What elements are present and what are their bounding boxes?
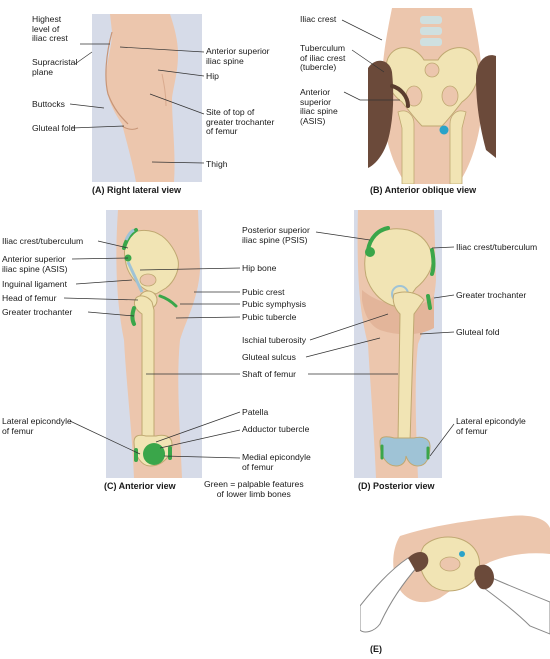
panel-e-figure [359, 506, 550, 642]
label-buttocks: Buttocks [32, 99, 65, 109]
panel-d-figure [354, 210, 442, 478]
label-iliac-crest-tuberculum-d: Iliac crest/tuberculum [456, 242, 538, 252]
label-shaft-of-femur: Shaft of femur [242, 369, 296, 379]
label-highest-iliac-crest: Highest level of iliac crest [32, 14, 68, 44]
label-inguinal-ligament: Inguinal ligament [2, 279, 67, 289]
label-greater-trochanter-c: Greater trochanter [2, 307, 73, 317]
label-patella: Patella [242, 407, 269, 417]
label-iliac-crest-b: Iliac crest [300, 14, 337, 24]
label-lateral-epicondyle-c: Lateral epicondyle of femur [2, 416, 72, 436]
label-asis-a: Anterior superior iliac spine [206, 46, 270, 66]
label-adductor-tubercle: Adductor tubercle [242, 424, 310, 434]
caption-panel-e: (E) [370, 644, 382, 654]
panel-c-figure [106, 210, 202, 478]
panel-a-figure [92, 14, 202, 182]
label-greater-trochanter-site: Site of top of greater trochanter of fem… [206, 107, 275, 137]
label-tuberculum-b: Tuberculum of iliac crest (tubercle) [300, 43, 346, 73]
caption-panel-d: (D) Posterior view [358, 481, 435, 491]
label-hip-a: Hip [206, 71, 219, 81]
label-psis: Posterior superior iliac spine (PSIS) [242, 225, 310, 245]
panel-b-figure [358, 8, 506, 185]
label-supracristal-plane: Supracristal plane [32, 57, 78, 77]
label-hip-bone: Hip bone [242, 263, 277, 273]
caption-panel-a: (A) Right lateral view [92, 185, 182, 195]
label-greater-trochanter-d: Greater trochanter [456, 290, 527, 300]
label-pubic-symphysis: Pubic symphysis [242, 299, 306, 309]
label-ischial-tuberosity: Ischial tuberosity [242, 335, 307, 345]
label-lateral-epicondyle-d: Lateral epicondyle of femur [456, 416, 526, 436]
label-pubic-tubercle: Pubic tubercle [242, 312, 297, 322]
label-asis-b: Anterior superior iliac spine (ASIS) [300, 87, 338, 126]
label-iliac-crest-tuberculum-c: Iliac crest/tuberculum [2, 236, 84, 246]
label-head-of-femur: Head of femur [2, 293, 57, 303]
label-pubic-crest: Pubic crest [242, 287, 285, 297]
legend-green-palpable: Green = palpable features of lower limb … [204, 479, 304, 499]
label-gluteal-fold-d: Gluteal fold [456, 327, 500, 337]
label-gluteal-fold-a: Gluteal fold [32, 123, 76, 133]
caption-panel-b: (B) Anterior oblique view [370, 185, 477, 195]
label-gluteal-sulcus: Gluteal sulcus [242, 352, 296, 362]
label-asis-c: Anterior superior iliac spine (ASIS) [2, 254, 68, 274]
label-medial-epicondyle: Medial epicondyle of femur [242, 452, 311, 472]
caption-panel-c: (C) Anterior view [104, 481, 176, 491]
label-thigh: Thigh [206, 159, 228, 169]
